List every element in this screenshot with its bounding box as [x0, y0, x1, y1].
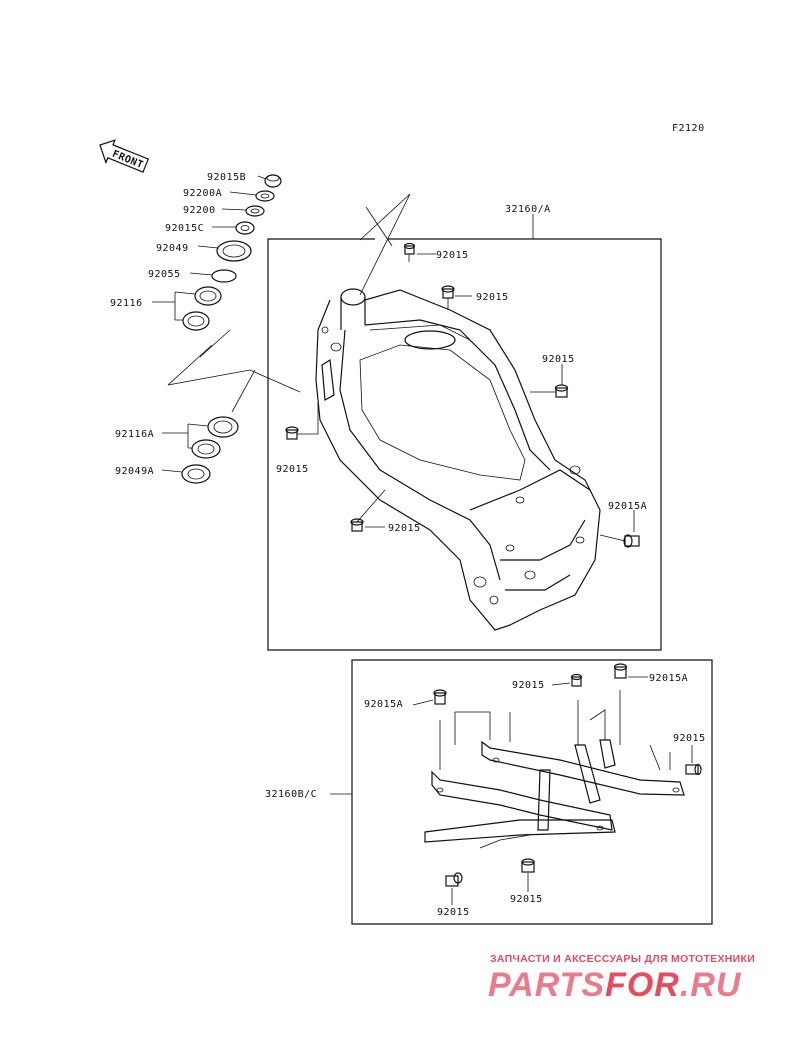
bolt-icon	[570, 673, 583, 687]
watermark-logo-part2: FOR	[605, 966, 680, 1004]
bolt-label: 92015	[437, 907, 470, 918]
bolt-label: 92015	[388, 523, 421, 534]
bolt-label: 92015A	[364, 699, 403, 710]
bolt-icon	[445, 872, 463, 887]
upper-assembly-label: 32160/A	[505, 204, 551, 215]
bolt-icon	[521, 858, 535, 873]
bolt-icon	[685, 763, 702, 776]
washer-92200a-icon	[255, 190, 275, 202]
watermark-logo-part3: .RU	[679, 966, 742, 1004]
label-92055: 92055	[148, 269, 181, 280]
subframe-drawing	[424, 690, 685, 849]
bolt-label: 92015A	[608, 501, 647, 512]
bolt-icon	[433, 689, 447, 705]
bolt-label: 92015A	[649, 673, 688, 684]
bolt-label: 92015	[542, 354, 575, 365]
nut-92015c-icon	[235, 221, 255, 235]
bearing-92116-upper-icon	[194, 286, 222, 306]
bolt-icon	[530, 384, 569, 398]
bolt-label: 92015	[436, 250, 469, 261]
bearing-92116a-icon	[191, 416, 239, 459]
bolt-icon	[613, 663, 628, 679]
label-92015c: 92015C	[165, 223, 204, 234]
watermark-tagline: ЗАПЧАСТИ И АКСЕССУАРЫ ДЛЯ МОТОТЕХНИКИ	[490, 953, 756, 965]
bolt-icon	[599, 534, 640, 548]
label-92200: 92200	[183, 205, 216, 216]
bolt-label: 92015	[512, 680, 545, 691]
watermark-logo: PARTSFOR.RU	[488, 966, 741, 1005]
lower-subframe-assembly: 32160B/C	[265, 659, 713, 925]
label-92049: 92049	[156, 243, 189, 254]
nut-92015b-icon	[264, 174, 282, 188]
bolt-label: 92015	[476, 292, 509, 303]
upper-frame-assembly: 32160/A	[267, 193, 662, 651]
label-92116: 92116	[110, 298, 143, 309]
bolt-icon	[441, 285, 455, 310]
main-frame-drawing	[315, 288, 601, 631]
seal-92049-icon	[216, 240, 252, 262]
bearing-92116-lower-icon	[182, 311, 210, 331]
front-arrow-icon: FRONT	[99, 139, 150, 173]
label-92015b: 92015B	[207, 172, 246, 183]
lower-assembly-label: 32160B/C	[265, 789, 317, 800]
oring-92055-icon	[211, 269, 237, 283]
label-92200a: 92200A	[183, 188, 222, 199]
bolt-icon	[403, 242, 416, 262]
bolt-icon	[285, 400, 319, 440]
diagram-code: F2120	[672, 123, 705, 134]
bolt-label: 92015	[510, 894, 543, 905]
bolt-icon	[350, 489, 386, 532]
washer-92200-icon	[245, 205, 265, 217]
bolt-label: 92015	[673, 733, 706, 744]
label-92116a: 92116A	[115, 429, 154, 440]
label-92049a: 92049A	[115, 466, 154, 477]
steering-parts-group	[152, 174, 301, 484]
bolt-label: 92015	[276, 464, 309, 475]
front-label: FRONT	[111, 149, 145, 171]
watermark-logo-part1: PARTS	[488, 966, 606, 1004]
seal-92049a-icon	[181, 464, 211, 484]
